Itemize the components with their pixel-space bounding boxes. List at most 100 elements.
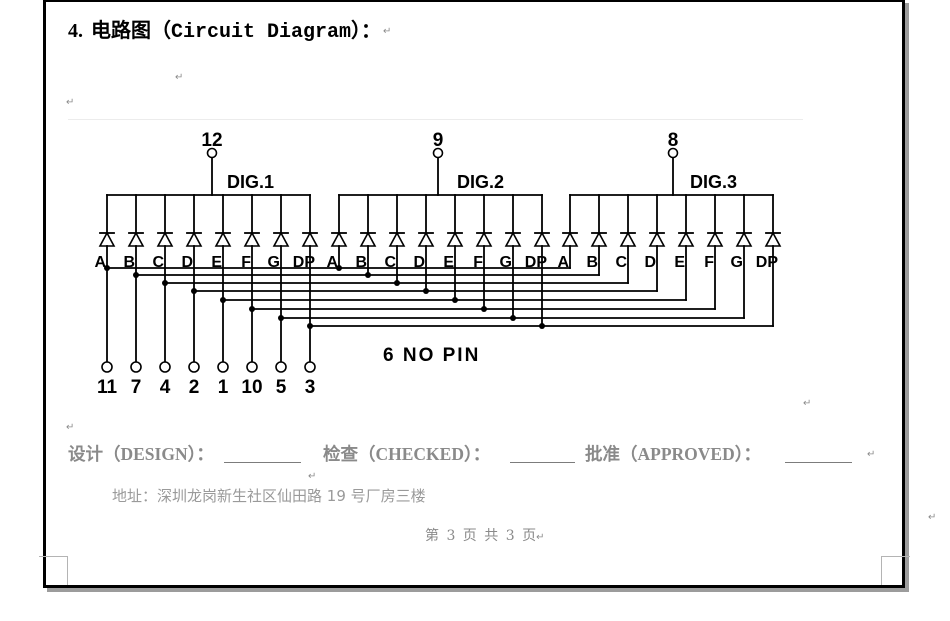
page-number: 第 3 页 共 3 页 [425,528,537,544]
checked-label: 检查（CHECKED）： [323,444,491,464]
margin-mark-bottom-left-h [39,556,68,557]
segment-pin-3 [159,361,171,373]
segment-pin-number-5: 1 [218,377,229,398]
segment-pin-6 [246,361,258,373]
paragraph-mark: ↵ [383,25,392,37]
page-shadow-bottom [47,588,909,592]
dig1-segment-3-led-icon [156,231,174,247]
dig1-segment-6-led-icon [243,231,261,247]
section-heading: 4.电路图（Circuit Diagram）：↵ [68,17,391,46]
dig3-segment-5-label: E [674,254,685,271]
dig3-segment-4-label: D [644,254,656,271]
dig1-segment-1-led-icon [98,231,116,247]
dig3-segment-2-led-icon [590,231,608,247]
segment-pin-number-7: 5 [276,377,287,398]
segment-pin-1 [101,361,113,373]
dig2-segment-4-label: D [413,254,425,271]
dig3-label: DIG.3 [690,172,737,192]
dig2-segment-3-label: C [384,254,396,271]
page-number-footer: 第 3 页 共 3 页↵ [425,527,544,545]
company-address: 地址：深圳龙岗新生社区仙田路 19 号厂房三楼 [112,487,426,505]
dig1-segment-2-junction [133,272,139,278]
dig2-segment-5-led-icon [446,231,464,247]
dig1-segment-4-junction [191,288,197,294]
dig3-segment-8-led-icon [764,231,782,247]
segment-pin-number-2: 7 [131,377,142,398]
dig3-segment-2-label: B [586,254,598,271]
margin-mark-bottom-right-v [881,556,882,585]
dig3-segment-3-led-icon [619,231,637,247]
dig3-segment-7-label: G [731,254,743,271]
dig2-segment-1-led-icon [330,231,348,247]
dig1-segment-7-led-icon [272,231,290,247]
dig1-segment-7-junction [278,315,284,321]
dig1-segment-8-label: DP [293,254,316,271]
paragraph-mark: ↵ [308,471,317,482]
paragraph-mark: ↵ [175,72,184,83]
dig2-segment-4-junction [423,288,429,294]
dig1-segment-6-junction [249,306,255,312]
dig1-segment-6-label: F [241,254,251,271]
dig2-segment-6-led-icon [475,231,493,247]
dig2-segment-3-led-icon [388,231,406,247]
dig1-segment-3-label: C [152,254,164,271]
dig1-common-pin-number: 12 [201,130,222,151]
table-rule [68,119,803,120]
dig1-segment-5-junction [220,297,226,303]
dig3-common-pin-number: 8 [668,130,679,151]
margin-mark-bottom-left-v [67,556,68,585]
dig1-segment-2-led-icon [127,231,145,247]
dig2-label: DIG.2 [457,172,504,192]
dig2-segment-5-label: E [443,254,454,271]
dig2-segment-2-led-icon [359,231,377,247]
page-border-right [902,0,905,588]
dig1-segment-2-label: B [123,254,135,271]
dig1-segment-3-junction [162,280,168,286]
dig2-common-pin-number: 9 [433,130,444,151]
dig3-segment-1-label: A [557,254,569,271]
segment-pin-number-3: 4 [160,377,171,398]
margin-mark-bottom-right-h [881,556,910,557]
checked-signature-line [510,462,575,463]
dig1-label: DIG.1 [227,172,274,192]
dig2-segment-1-label: A [326,254,338,271]
dig2-segment-7-junction [510,315,516,321]
dig2-segment-2-junction [365,272,371,278]
approved-signature-line [785,462,852,463]
dig2-segment-6-label: F [473,254,483,271]
paragraph-mark: ↵ [66,422,75,433]
dig1-segment-4-led-icon [185,231,203,247]
heading-close: ）： [351,18,382,42]
dig3-segment-6-led-icon [706,231,724,247]
dig3-common-pin [667,147,679,159]
paragraph-mark: ↵ [536,532,545,543]
dig2-segment-8-led-icon [533,231,551,247]
dig1-common-pin [206,147,218,159]
heading-title: 电路图 [91,18,151,42]
segment-pin-number-1: 11 [97,377,118,398]
segment-pin-number-4: 2 [189,377,200,398]
paragraph-mark: ↵ [803,398,812,409]
dig2-common-pin [432,147,444,159]
page-border-top [43,0,905,2]
dig3-segment-1-led-icon [561,231,579,247]
design-label: 设计（DESIGN）： [68,444,214,464]
dig1-segment-7-label: G [268,254,280,271]
dig2-segment-3-junction [394,280,400,286]
design-signature-line [224,462,301,463]
heading-number: 4. [68,20,83,42]
segment-pin-number-6: 10 [241,377,262,398]
paragraph-mark: ↵ [867,449,876,460]
page-border-bottom [43,585,905,588]
dig3-segment-7-led-icon [735,231,753,247]
dig3-segment-3-label: C [615,254,627,271]
dig2-segment-6-junction [481,306,487,312]
paragraph-mark: ↵ [928,512,937,523]
dig1-segment-1-label: A [94,254,106,271]
dig2-segment-5-junction [452,297,458,303]
segment-pin-8 [304,361,316,373]
dig1-segment-1-junction [104,265,110,271]
page-border-left [43,0,46,588]
dig3-segment-4-led-icon [648,231,666,247]
